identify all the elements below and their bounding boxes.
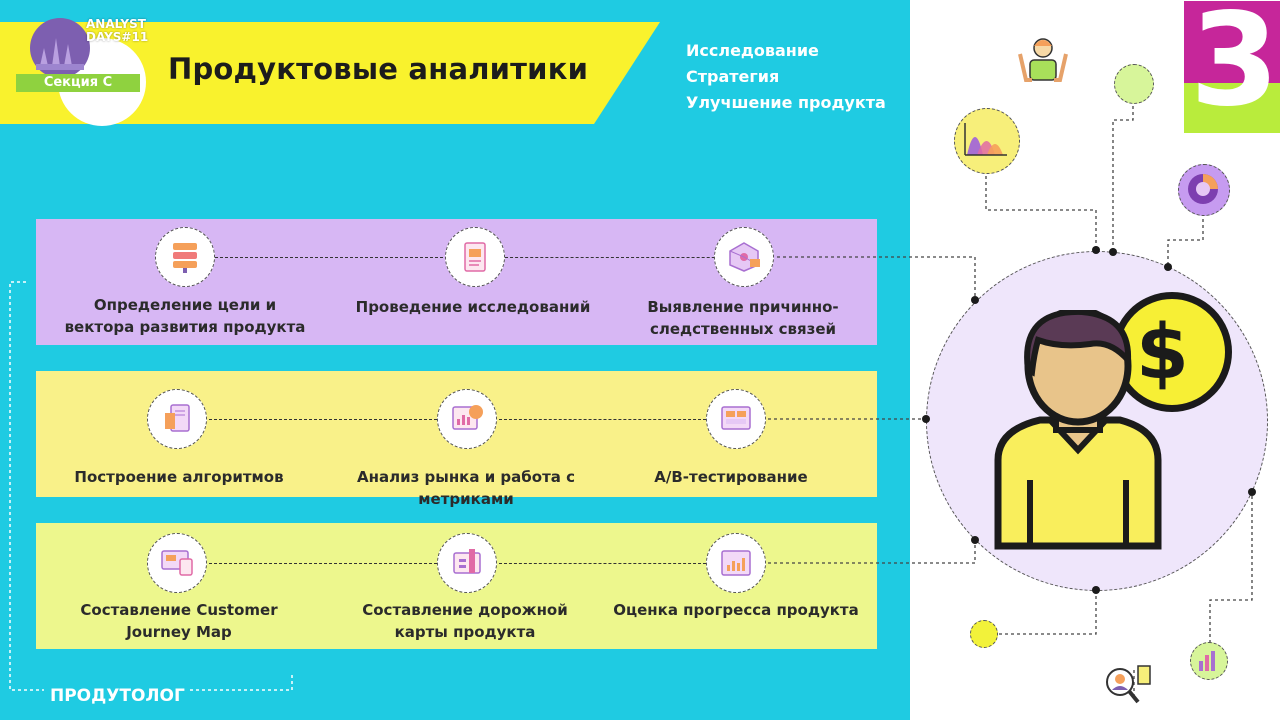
connector-dot bbox=[971, 536, 979, 544]
slide-number-top bbox=[1184, 1, 1280, 83]
item-label: Определение цели и вектора развития прод… bbox=[64, 296, 306, 336]
tag-list: Исследование Стратегия Улучшение продукт… bbox=[686, 38, 886, 116]
row1-connector bbox=[215, 257, 473, 258]
server-stack-icon bbox=[155, 227, 215, 287]
network-cube-icon bbox=[714, 227, 774, 287]
tag-item: Улучшение продукта bbox=[686, 93, 886, 112]
event-logo: ANALYST DAYS#11 bbox=[14, 8, 148, 126]
row2-connector bbox=[209, 419, 437, 420]
analyst-search-icon bbox=[1106, 665, 1151, 704]
logo-text-line2: DAYS#11 bbox=[86, 30, 149, 44]
density-chart-icon bbox=[954, 108, 1020, 174]
roadmap-icon bbox=[437, 533, 497, 593]
research-document-icon bbox=[445, 227, 505, 287]
item-label: A/B-тестирование bbox=[654, 468, 808, 486]
item-label: Проведение исследований bbox=[355, 298, 591, 316]
connector-dot bbox=[1164, 263, 1172, 271]
customer-journey-icon bbox=[147, 533, 207, 593]
logo-dome-icon bbox=[30, 18, 90, 78]
dollar-symbol: $ bbox=[1136, 307, 1189, 396]
ab-test-icon bbox=[706, 389, 766, 449]
item-label: Выявление причинно-следственных связей bbox=[647, 298, 839, 338]
footer-label: ПРОДУТОЛОГ bbox=[50, 686, 185, 706]
tag-item: Исследование bbox=[686, 41, 819, 60]
slide-number-block bbox=[1184, 1, 1280, 133]
tag-item: Стратегия bbox=[686, 67, 780, 86]
item-label: Построение алгоритмов bbox=[74, 468, 284, 486]
row1-connector bbox=[505, 257, 745, 258]
pie-chart-icon bbox=[1178, 164, 1230, 216]
logo-text-line1: ANALYST bbox=[86, 17, 146, 31]
connector-dot bbox=[1248, 488, 1256, 496]
row3-connector bbox=[499, 563, 706, 564]
item-label: Оценка прогресса продукта bbox=[613, 601, 859, 619]
connector-dot bbox=[922, 415, 930, 423]
slide-number: 3 bbox=[1190, 0, 1280, 135]
connector-dot bbox=[971, 296, 979, 304]
green-node bbox=[1114, 64, 1154, 104]
progress-chart-icon bbox=[706, 533, 766, 593]
connector-dot bbox=[1109, 248, 1117, 256]
yellow-node bbox=[970, 620, 998, 648]
connector-dot bbox=[1092, 586, 1100, 594]
row3-connector bbox=[209, 563, 437, 564]
success-person-icon bbox=[1018, 38, 1068, 82]
market-metrics-icon bbox=[437, 389, 497, 449]
logo-wordmark: ANALYST DAYS#11 bbox=[86, 18, 156, 44]
bar-growth-icon bbox=[1190, 642, 1228, 680]
row2-connector bbox=[499, 419, 706, 420]
connector-dot bbox=[1092, 246, 1100, 254]
page-title: Продуктовые аналитики bbox=[168, 52, 589, 86]
item-label: Составление дорожной карты продукта bbox=[362, 601, 568, 641]
analyst-person-icon bbox=[994, 310, 1162, 550]
section-badge: Секция С bbox=[16, 74, 140, 92]
algorithm-flow-icon bbox=[147, 389, 207, 449]
item-label: Составление Customer Journey Map bbox=[80, 601, 278, 641]
left-bracket bbox=[9, 281, 293, 691]
item-label: Анализ рынка и работа с метриками bbox=[356, 468, 576, 508]
